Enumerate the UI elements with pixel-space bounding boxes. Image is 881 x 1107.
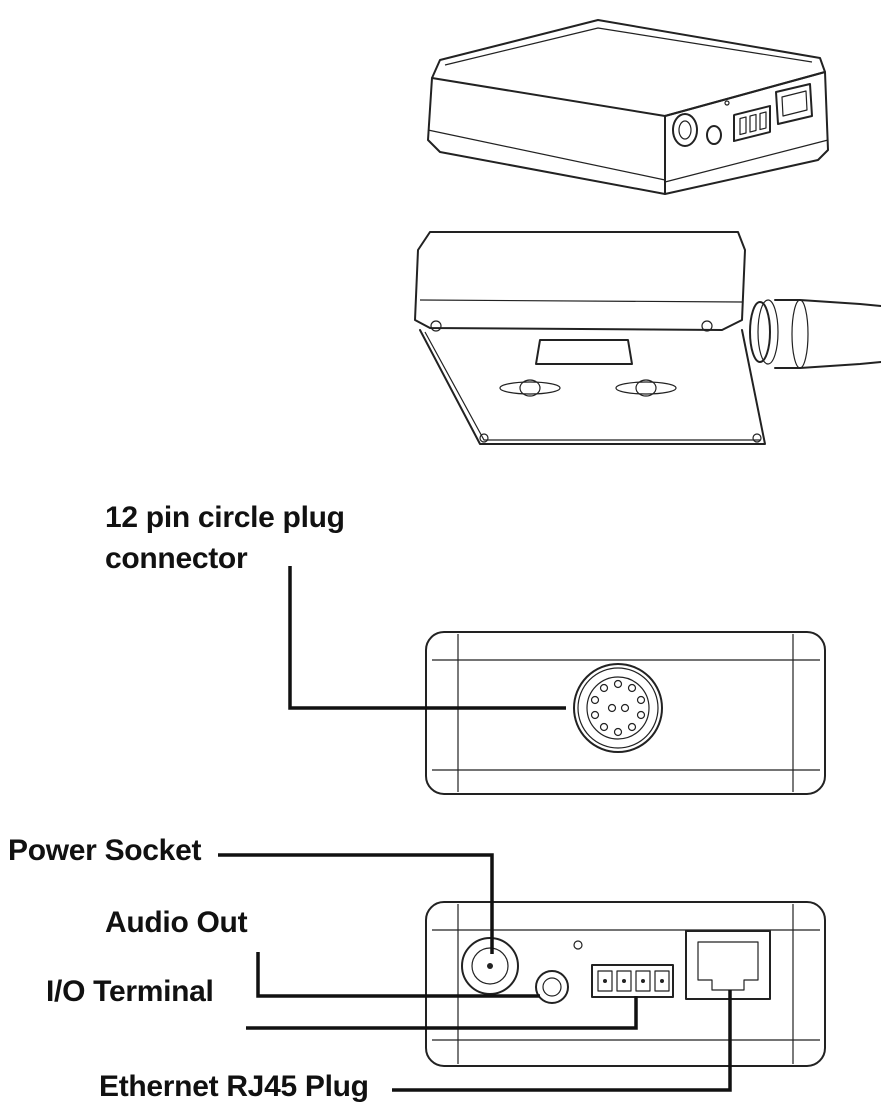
label-power-socket: Power Socket bbox=[8, 834, 202, 867]
audio-out-icon bbox=[535, 970, 569, 1004]
power-socket-icon bbox=[461, 937, 519, 995]
device-port-side-view bbox=[425, 901, 826, 1067]
leader-lines bbox=[218, 566, 732, 1092]
io-terminal-icon bbox=[591, 964, 674, 998]
12-pin-connector-icon bbox=[573, 663, 663, 753]
led-indicator-icon bbox=[573, 940, 583, 950]
label-12-pin-connector-line2: connector bbox=[105, 542, 248, 575]
device-connector-side-view bbox=[425, 631, 826, 795]
ethernet-rj45-icon bbox=[685, 930, 771, 1000]
device-bottom-isometric-view bbox=[414, 231, 881, 445]
label-audio-out: Audio Out bbox=[105, 906, 248, 939]
label-12-pin-connector-line1: 12 pin circle plug bbox=[105, 501, 345, 534]
label-io-terminal: I/O Terminal bbox=[46, 975, 214, 1008]
device-top-isometric-view bbox=[427, 19, 829, 195]
label-ethernet-rj45: Ethernet RJ45 Plug bbox=[99, 1070, 369, 1103]
